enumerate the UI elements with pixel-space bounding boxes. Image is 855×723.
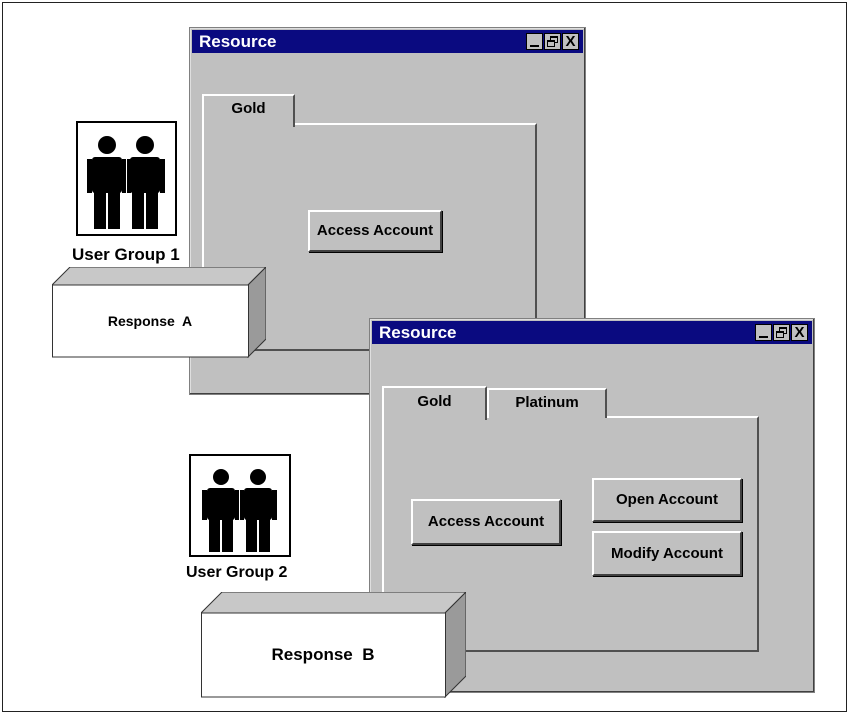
response-b-3d-shape (201, 592, 466, 698)
close-icon: X (565, 33, 576, 50)
two-people-icon (87, 136, 165, 229)
user-group-2-icon-box (189, 454, 291, 557)
close-button[interactable]: X (562, 33, 579, 50)
response-a-label: Response A (107, 313, 193, 329)
maximize-button[interactable] (544, 33, 561, 50)
minimize-icon (759, 336, 768, 338)
maximize-button[interactable] (773, 324, 790, 341)
window-2-titlebar[interactable]: Resource X (372, 321, 812, 344)
minimize-icon (530, 45, 539, 47)
tab-gold[interactable]: Gold (202, 94, 295, 127)
window-2-title: Resource (379, 323, 457, 342)
diagram-frame (2, 2, 847, 712)
user-group-2-label: User Group 2 (186, 564, 288, 581)
close-icon: X (794, 324, 805, 341)
tab-gold[interactable]: Gold (382, 386, 487, 420)
window-1-title: Resource (199, 32, 277, 51)
open-account-button[interactable]: Open Account (592, 478, 742, 522)
response-a-box: Response A (52, 267, 266, 358)
user-group-1-label: User Group 1 (72, 245, 180, 264)
access-account-button[interactable]: Access Account (411, 499, 561, 545)
modify-account-button[interactable]: Modify Account (592, 531, 742, 576)
response-b-box: Response B (201, 592, 466, 698)
response-b-label: Response B (271, 645, 375, 664)
minimize-button[interactable] (526, 33, 543, 50)
response-a-3d-shape (52, 267, 266, 358)
two-people-icon (202, 469, 277, 552)
access-account-button[interactable]: Access Account (308, 210, 442, 252)
tab-platinum[interactable]: Platinum (487, 388, 607, 418)
minimize-button[interactable] (755, 324, 772, 341)
close-button[interactable]: X (791, 324, 808, 341)
window-1-titlebar[interactable]: Resource X (192, 30, 583, 53)
user-group-1-icon-box (76, 121, 177, 236)
